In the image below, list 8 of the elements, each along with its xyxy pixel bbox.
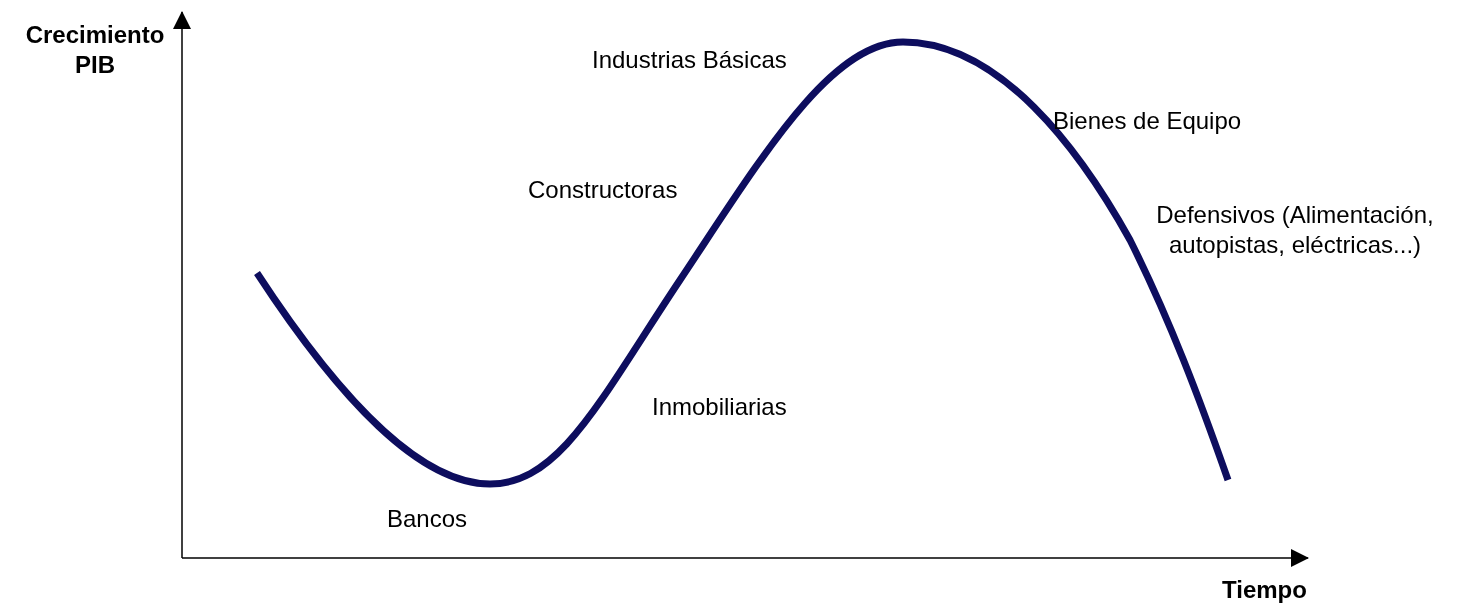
axis-title: Crecimiento PIB: [24, 20, 166, 80]
sector-label: Constructoras: [528, 175, 679, 205]
sector-label: Inmobiliarias: [652, 392, 788, 422]
sector-label: Industrias Básicas: [592, 45, 788, 75]
axis-title: Tiempo: [1222, 575, 1308, 605]
sector-label: Bancos: [387, 504, 469, 534]
sector-label: Defensivos (Alimentación, autopistas, eléctricas...): [1155, 200, 1435, 260]
sector-label: Bienes de Equipo: [1053, 106, 1243, 136]
